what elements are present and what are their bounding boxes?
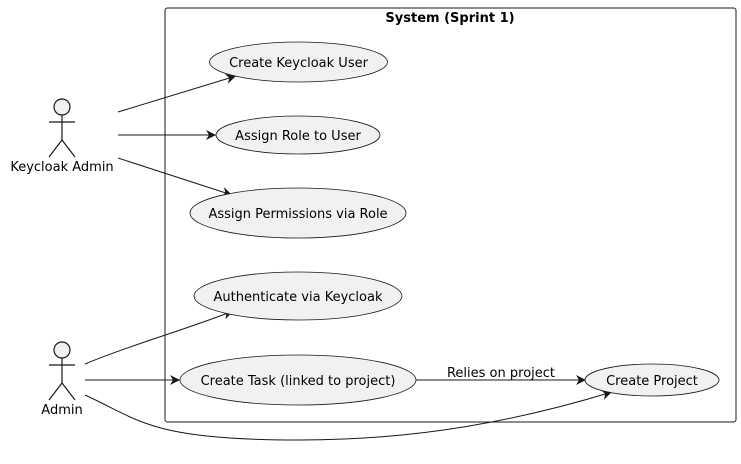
actor-label: Admin <box>41 403 82 418</box>
actor-keycloak-admin: Keycloak Admin <box>10 98 114 175</box>
use-case-label: Create Project <box>606 374 698 389</box>
edge-keycloak-admin-assign-permissions <box>117 157 233 197</box>
actor-head-icon <box>53 341 71 359</box>
system-boundary-title: System (Sprint 1) <box>385 11 514 26</box>
stick-figure-icon <box>48 358 76 401</box>
edge-admin-authenticate <box>84 310 234 365</box>
actor-head-icon <box>53 98 71 116</box>
edge-label-relies-on-project: Relies on project <box>447 366 555 381</box>
actor-label: Keycloak Admin <box>10 160 113 175</box>
use-case-create-task: Create Task (linked to project) <box>179 354 417 406</box>
use-case-label: Create Task (linked to project) <box>201 374 396 389</box>
use-case-label: Create Keycloak User <box>229 56 369 71</box>
use-case-label: Assign Permissions via Role <box>208 207 387 222</box>
use-case-label: Authenticate via Keycloak <box>214 290 383 305</box>
use-case-assign-role-to-user: Assign Role to User <box>215 115 381 155</box>
actor-admin: Admin <box>41 341 83 418</box>
stick-figure-icon <box>48 115 76 158</box>
edge-admin-create-project <box>84 390 613 441</box>
use-case-create-project: Create Project <box>584 363 720 397</box>
use-case-create-keycloak-user: Create Keycloak User <box>209 41 388 83</box>
edges: Relies on project <box>84 74 613 441</box>
use-case-assign-permissions-via-role: Assign Permissions via Role <box>189 187 407 239</box>
use-case-authenticate-via-keycloak: Authenticate via Keycloak <box>193 271 403 321</box>
edge-keycloak-admin-create-keycloak-user <box>117 74 237 113</box>
use-case-label: Assign Role to User <box>235 129 361 144</box>
